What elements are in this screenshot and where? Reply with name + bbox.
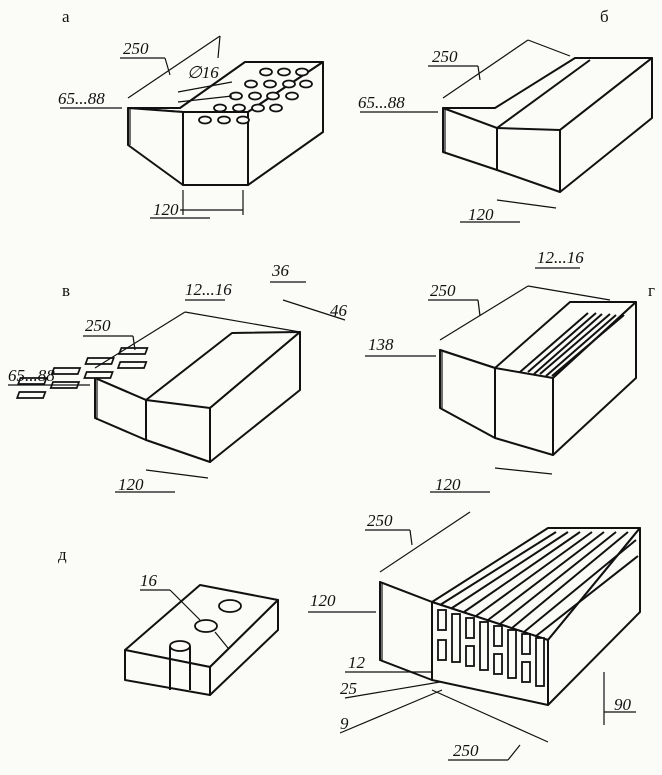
brick-a-left	[127, 107, 184, 186]
v-slot-label: 36	[271, 261, 290, 280]
panel-v: в 12...16 36 46 250 65...88 120	[8, 261, 348, 494]
brick-g-left	[439, 349, 496, 439]
b-length-label: 250	[432, 47, 458, 66]
brick-v-front	[145, 399, 211, 463]
brick-b-side	[559, 57, 653, 193]
brick-v-side	[209, 331, 301, 463]
panel-g-letter: г	[648, 281, 655, 300]
panel-e: е	[308, 511, 641, 761]
brick-b-front	[496, 127, 561, 193]
d-hole-3	[169, 640, 191, 652]
e-cell-label: 25	[340, 679, 357, 698]
g-height-label: 138	[368, 335, 394, 354]
e-length-label: 250	[367, 511, 393, 530]
brick-a-side	[247, 61, 324, 186]
v-height-label: 65...88	[8, 366, 55, 385]
brick-d-side	[209, 599, 279, 696]
a-width-label: 120	[153, 200, 179, 219]
panel-a-letter: а	[62, 7, 70, 26]
brick-g-slots	[519, 312, 625, 377]
brick-g-front	[494, 367, 554, 456]
a-length-label: 250	[123, 39, 149, 58]
b-height-label: 65...88	[358, 93, 405, 112]
d-hole-2	[218, 599, 242, 613]
a-height-label: 65...88	[58, 89, 105, 108]
d-hole-1	[194, 619, 218, 633]
brick-e-ribs	[439, 531, 639, 637]
brick-v-left	[94, 377, 147, 441]
g-rib-label: 12...16	[537, 248, 584, 267]
e-depth-label: 250	[453, 741, 479, 760]
panel-v-letter: в	[62, 281, 70, 300]
e-width-label: 120	[310, 591, 336, 610]
b-width-label: 120	[468, 205, 494, 224]
g-length-label: 250	[430, 281, 456, 300]
v-length-label: 250	[85, 316, 111, 335]
v-width-label: 120	[118, 475, 144, 494]
e-wall2-label: 9	[340, 714, 349, 733]
e-wall1-label: 12	[348, 653, 366, 672]
brick-e-cells	[437, 609, 545, 687]
panel-d-letter: д	[58, 545, 67, 564]
v-edge-label: 46	[330, 301, 348, 320]
panel-g: г 12...16 250 138 120	[365, 248, 655, 494]
e-height-label: 90	[614, 695, 632, 714]
panel-a: а 250 ∅16 65...88 120	[58, 7, 324, 219]
panel-b: б 250 65...88 120	[358, 7, 653, 224]
a-hole-label: ∅16	[187, 63, 219, 82]
brick-a-holes	[198, 67, 313, 125]
panel-b-letter: б	[600, 7, 609, 26]
brick-e-left	[379, 581, 433, 681]
panel-d: д 16	[58, 545, 279, 696]
d-hole-label: 16	[140, 571, 158, 590]
g-width-label: 120	[435, 475, 461, 494]
v-rib-label: 12...16	[185, 280, 232, 299]
